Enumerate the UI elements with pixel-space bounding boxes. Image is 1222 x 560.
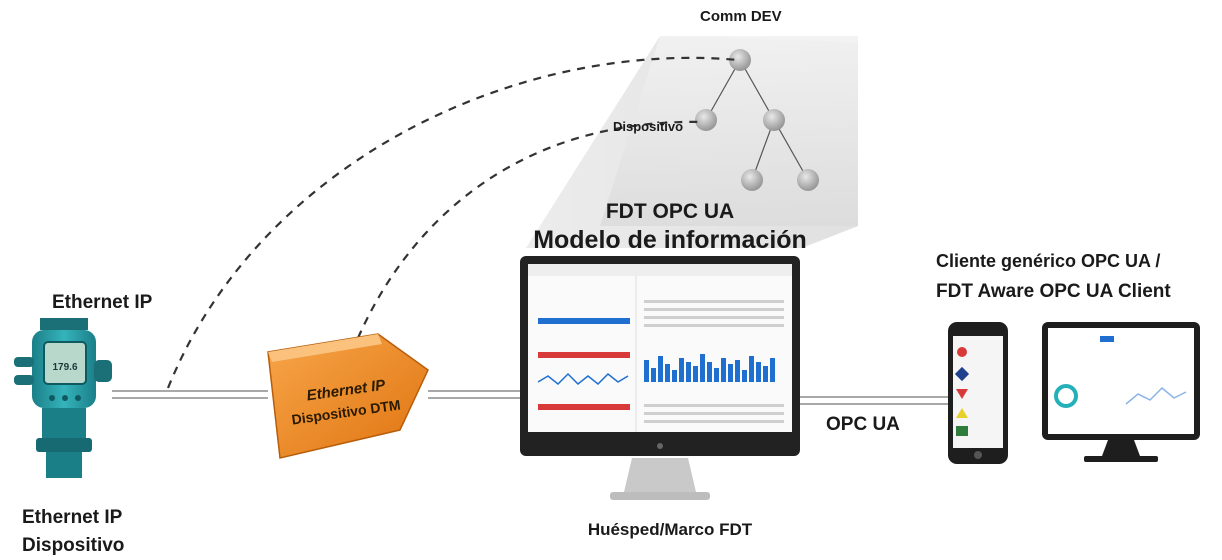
ethernet-ip-device-line2: Dispositivo — [22, 535, 125, 556]
ethernet-ip-device-label: Ethernet IP Dispositivo — [22, 504, 124, 560]
client-label-line1: Cliente genérico OPC UA / — [936, 251, 1161, 271]
dashed-link-device — [356, 120, 705, 339]
fdt-opc-ua-title: FDT OPC UA — [605, 200, 735, 223]
network-link-right — [798, 396, 948, 405]
tree-node — [797, 169, 819, 191]
host-frame-label: Huésped/Marco FDT — [587, 520, 753, 539]
network-link-left — [112, 390, 530, 399]
opc-ua-label: OPC UA — [826, 414, 900, 435]
information-model-title: Modelo de información — [533, 226, 807, 254]
ethernet-ip-device-line1: Ethernet IP — [22, 507, 123, 528]
tree-panel — [600, 36, 858, 226]
tree-node — [741, 169, 763, 191]
ethernet-ip-transmitter: 179.6 — [14, 318, 112, 478]
host-monitor — [520, 256, 800, 500]
client-monitor — [1042, 322, 1200, 462]
transmitter-display-value: 179.6 — [52, 362, 77, 373]
dtm-box — [267, 333, 429, 459]
smartphone — [948, 322, 1008, 464]
tree-node-root — [729, 49, 751, 71]
tree-node — [763, 109, 785, 131]
tree-device-label: Dispositivo — [613, 119, 684, 134]
ethernet-ip-label: Ethernet IP — [52, 292, 153, 313]
client-label-line2: FDT Aware OPC UA Client — [936, 281, 1171, 302]
tree-node-device — [695, 109, 717, 131]
tree-nodes — [695, 49, 819, 191]
comm-dev-label: Comm DEV — [700, 8, 782, 25]
dashed-link-commdev — [166, 56, 739, 389]
